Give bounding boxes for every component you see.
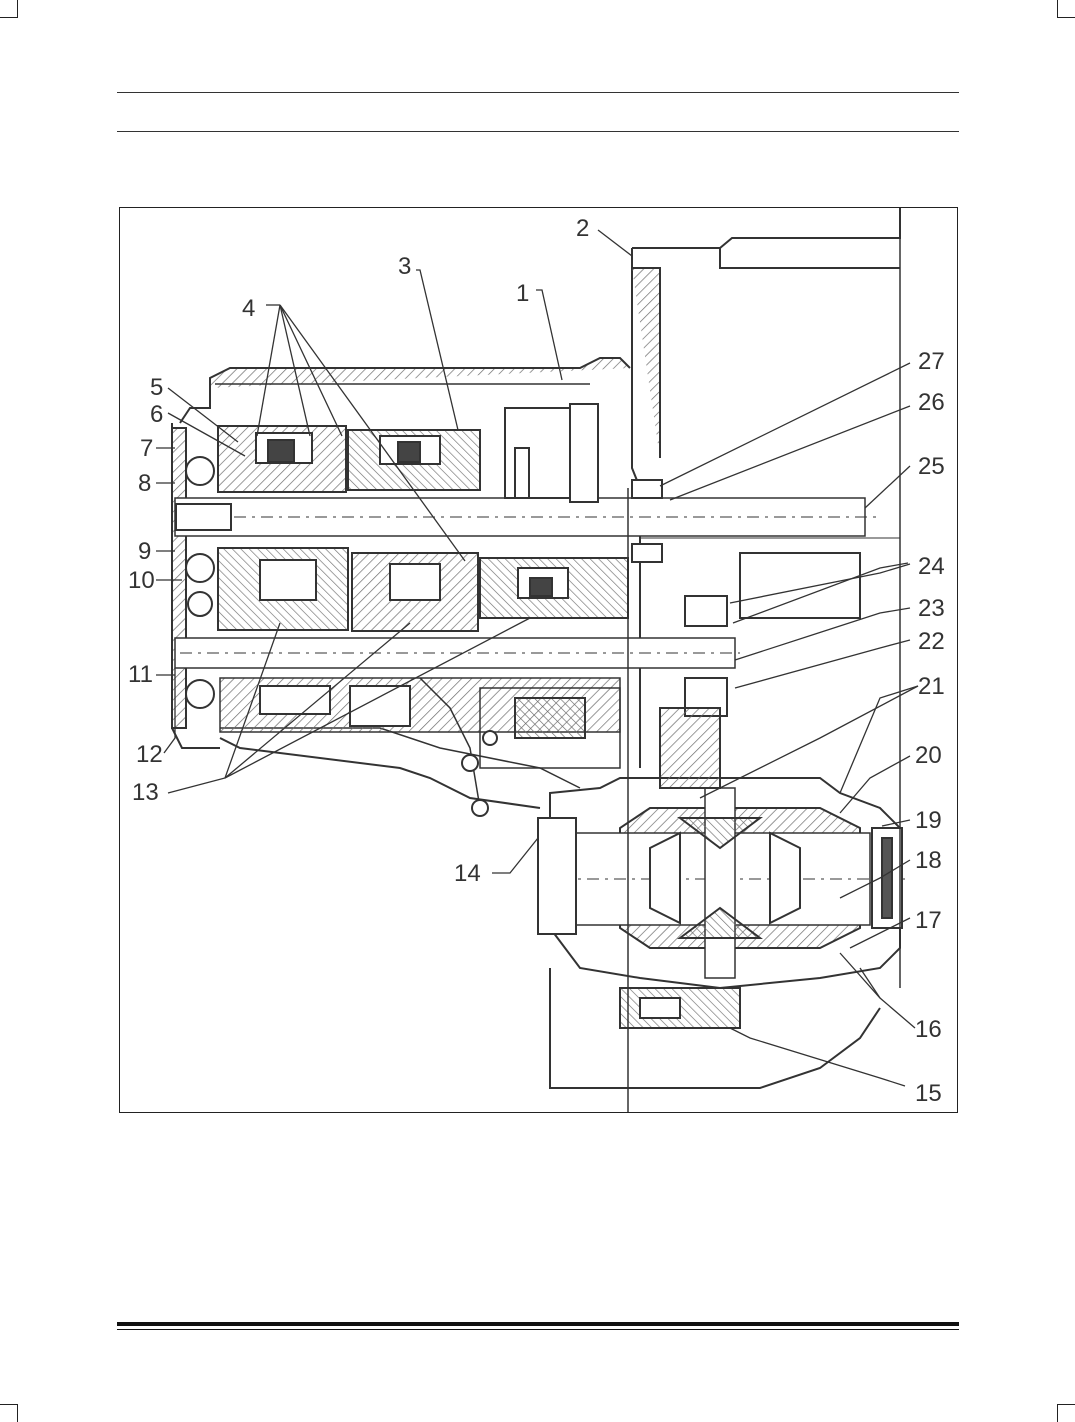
callout-16: 16: [915, 1016, 942, 1043]
callout-9: 9: [138, 538, 151, 565]
callout-11: 11: [128, 661, 153, 688]
callout-25: 25: [918, 453, 945, 480]
callout-8: 8: [138, 470, 151, 497]
callout-15: 15: [915, 1080, 942, 1107]
header-rule-upper: [117, 92, 959, 93]
gearbox-housing: [171, 208, 910, 1112]
callout-27: 27: [918, 348, 945, 375]
callout-labels: 2 3 1 4 5 6 7 8 9 10 11 12 13 14 15 16 1…: [128, 215, 945, 1107]
callout-13: 13: [132, 779, 159, 806]
crop-mark-top-right: [1057, 0, 1075, 18]
callout-24: 24: [918, 553, 945, 580]
gearbox-section-figure: 2 3 1 4 5 6 7 8 9 10 11 12 13 14 15 16 1…: [119, 207, 958, 1113]
callout-14: 14: [454, 860, 481, 887]
callout-5: 5: [150, 374, 163, 401]
callout-4: 4: [242, 295, 255, 322]
callout-7: 7: [140, 435, 153, 462]
footer-rule-thick: [117, 1322, 959, 1326]
callout-2: 2: [576, 215, 589, 242]
callout-18: 18: [915, 847, 942, 874]
callout-3: 3: [398, 253, 411, 280]
leader-lines: [156, 229, 919, 1087]
callout-12: 12: [136, 741, 163, 768]
crop-mark-top-left: [0, 0, 18, 18]
callout-17: 17: [915, 907, 942, 934]
callout-21: 21: [918, 673, 945, 700]
crop-mark-bottom-left: [0, 1404, 18, 1422]
callout-26: 26: [918, 389, 945, 416]
callout-22: 22: [918, 628, 945, 655]
callout-10: 10: [128, 567, 155, 594]
callout-23: 23: [918, 595, 945, 622]
footer-rule-thin: [117, 1329, 959, 1330]
callout-19: 19: [915, 807, 942, 834]
crop-mark-bottom-right: [1057, 1404, 1075, 1422]
gearbox-cross-section-drawing: 2 3 1 4 5 6 7 8 9 10 11 12 13 14 15 16 1…: [128, 208, 945, 1112]
callout-20: 20: [915, 742, 942, 769]
callout-1: 1: [516, 280, 529, 307]
header-rule-lower: [117, 131, 959, 132]
callout-6: 6: [150, 401, 163, 428]
